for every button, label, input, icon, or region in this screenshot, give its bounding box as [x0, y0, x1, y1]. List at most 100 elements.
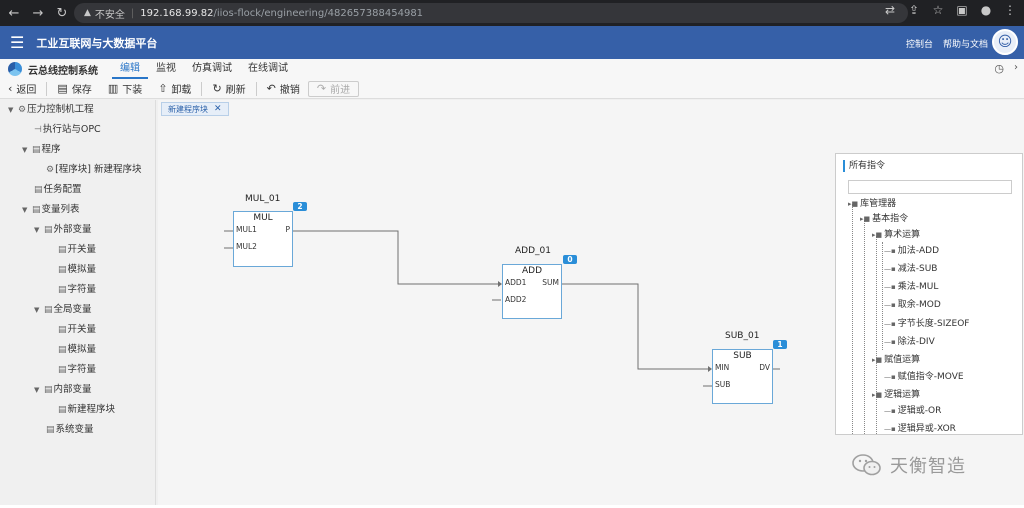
lib-node-basic[interactable]: ▸■基本指令: [860, 211, 908, 227]
url-host: 192.168.99.82: [140, 7, 214, 19]
profile-icon[interactable]: ●: [980, 3, 992, 17]
redo-icon: ↷: [316, 82, 327, 95]
tree-guide-line: [876, 236, 877, 434]
address-bar[interactable]: ▲ 不安全 | 192.168.99.82 /iios-flock/engine…: [74, 3, 908, 23]
lib-item-xor[interactable]: —▪逻辑异或-XOR: [884, 421, 956, 434]
lib-item-div[interactable]: —▪除法-DIV: [884, 334, 935, 350]
caret-down-icon[interactable]: ▼: [22, 146, 28, 154]
caret-down-icon[interactable]: ▼: [34, 306, 40, 314]
star-icon[interactable]: ☆: [932, 3, 944, 17]
redo-button[interactable]: ↷前进: [307, 80, 360, 97]
variable-icon: ▤: [58, 285, 67, 295]
lib-node-assignment[interactable]: ▸■赋值运算: [872, 352, 920, 368]
tree-node-task-config[interactable]: ▤任务配置: [34, 181, 82, 199]
app-title: 工业互联网与大数据平台: [36, 36, 158, 50]
block-instance-label: ADD_01: [515, 246, 551, 256]
lib-item-mul[interactable]: —▪乘法-MUL: [884, 279, 938, 295]
close-icon[interactable]: ✕: [214, 104, 222, 114]
lib-item-add[interactable]: —▪加法-ADD: [884, 243, 939, 259]
block-icon: ⚙: [46, 165, 55, 175]
lib-item-mod[interactable]: —▪取余-MOD: [884, 297, 941, 313]
undo-icon: ↶: [266, 82, 276, 95]
lib-node-arithmetic[interactable]: ▸■算术运算: [872, 227, 920, 243]
wire-mul-to-add: [293, 230, 498, 285]
tree-node-global-analog[interactable]: ▤模拟量: [58, 341, 96, 359]
function-block-sub[interactable]: SUB MIN SUB DV: [712, 349, 773, 404]
sidebar-icon[interactable]: ▣: [956, 3, 968, 17]
lib-item-or[interactable]: —▪逻辑或-OR: [884, 403, 941, 419]
tab-program-block[interactable]: 新建程序块 ✕: [161, 102, 229, 116]
undo-button[interactable]: ↶撤销: [266, 82, 300, 96]
tree-node-internal-vars[interactable]: ▼▤内部变量: [34, 381, 92, 399]
instruction-icon: —▪: [884, 338, 896, 346]
help-docs-link[interactable]: 帮助与文档: [942, 40, 988, 50]
forward-arrow-icon[interactable]: →: [32, 5, 44, 21]
block-instance-label: MUL_01: [245, 194, 281, 204]
avatar[interactable]: ☺: [992, 29, 1018, 55]
function-block-mul[interactable]: MUL MUL1 MUL2 P: [233, 211, 293, 267]
refresh-button[interactable]: ↻刷新: [212, 82, 246, 96]
menu-monitor[interactable]: 监视: [156, 63, 176, 74]
save-button[interactable]: ▤保存: [57, 82, 92, 96]
bottom-strip: [0, 505, 1024, 508]
pin-label: SUM: [542, 278, 559, 287]
translate-icon[interactable]: ⇄: [884, 3, 896, 17]
reload-icon[interactable]: ↻: [56, 5, 68, 21]
block-type-label: ADD: [521, 266, 543, 276]
console-link[interactable]: 控制台: [905, 40, 933, 50]
tree-node-ext-string[interactable]: ▤字符量: [58, 281, 96, 299]
lib-item-sub[interactable]: —▪减法-SUB: [884, 261, 937, 277]
arrow-add-in1: [498, 281, 502, 287]
upload-icon: ⇧: [158, 82, 168, 95]
caret-down-icon[interactable]: ▼: [34, 226, 40, 234]
hamburger-menu-icon[interactable]: ☰: [10, 33, 25, 52]
tree-node-project[interactable]: ▼⚙压力控制机工程: [8, 101, 94, 119]
share-icon[interactable]: ⇪: [908, 3, 920, 17]
tree-node-program[interactable]: ▼▤程序: [22, 141, 61, 159]
instruction-library-panel: 所有指令 ▸■库管理器 ▸■基本指令 ▸■算术运算 —▪加法-ADD —▪减法-…: [835, 153, 1023, 435]
tree-node-ext-switch[interactable]: ▤开关量: [58, 241, 96, 259]
lib-item-move[interactable]: —▪赋值指令-MOVE: [884, 369, 964, 385]
pin-label: P: [285, 225, 290, 234]
pin-label: MUL2: [236, 242, 257, 251]
lib-node-logic[interactable]: ▸■逻辑运算: [872, 387, 920, 403]
browser-toolbar: ← → ↻ ▲ 不安全 | 192.168.99.82 /iios-flock/…: [0, 0, 1024, 26]
tree-node-global-switch[interactable]: ▤开关量: [58, 321, 96, 339]
instruction-search-input[interactable]: [848, 180, 1012, 194]
tree-node-ext-analog[interactable]: ▤模拟量: [58, 261, 96, 279]
clock-icon[interactable]: ◷: [994, 62, 1004, 75]
unload-button[interactable]: ⇧卸载: [158, 82, 192, 96]
tree-guide-line: [882, 242, 883, 350]
chevron-right-icon[interactable]: ›: [1014, 62, 1018, 73]
folder-icon: ▸■: [872, 356, 883, 364]
menu-online-debug[interactable]: 在线调试: [248, 63, 288, 74]
tree-node-global-vars[interactable]: ▼▤全局变量: [34, 301, 92, 319]
tree-node-executor-opc[interactable]: ⊣执行站与OPC: [34, 121, 101, 139]
download-button[interactable]: ▥下装: [107, 82, 143, 96]
tree-node-external-vars[interactable]: ▼▤外部变量: [34, 221, 92, 239]
lib-item-sizeof[interactable]: —▪字节长度-SIZEOF: [884, 316, 969, 332]
caret-down-icon[interactable]: ▼: [34, 386, 40, 394]
tree-node-system-vars[interactable]: ▤系统变量: [46, 421, 94, 439]
tree-node-program-block[interactable]: ⚙[程序块] 新建程序块: [46, 161, 142, 179]
caret-down-icon[interactable]: ▼: [22, 206, 28, 214]
instruction-icon: —▪: [884, 425, 896, 433]
project-tree: ▼⚙压力控制机工程 ⊣执行站与OPC ▼▤程序 ⚙[程序块] 新建程序块 ▤任务…: [0, 100, 156, 508]
caret-down-icon[interactable]: ▼: [8, 106, 14, 114]
menu-edit[interactable]: 编辑: [112, 59, 148, 79]
function-block-add[interactable]: ADD ADD1 ADD2 SUM: [502, 264, 562, 319]
more-icon[interactable]: ⋮: [1004, 3, 1016, 17]
back-arrow-icon[interactable]: ←: [8, 5, 20, 21]
instruction-icon: —▪: [884, 407, 896, 415]
tree-node-variable-list[interactable]: ▼▤变量列表: [22, 201, 80, 219]
pin-label: MIN: [715, 363, 730, 372]
back-button[interactable]: ‹返回: [8, 82, 37, 96]
tree-node-global-string[interactable]: ▤字符量: [58, 361, 96, 379]
menu-simulation-debug[interactable]: 仿真调试: [192, 63, 232, 74]
block-type-label: MUL: [253, 213, 273, 223]
tree-node-internal-block[interactable]: ▤新建程序块: [58, 401, 115, 419]
menu-bar: 云总线控制系统 编辑 监视 仿真调试 在线调试 ◷ ›: [0, 59, 1024, 79]
project-icon: ⚙: [18, 105, 27, 115]
lib-node-library-manager[interactable]: ▸■库管理器: [848, 196, 896, 212]
arrow-sub-in1: [708, 366, 712, 372]
